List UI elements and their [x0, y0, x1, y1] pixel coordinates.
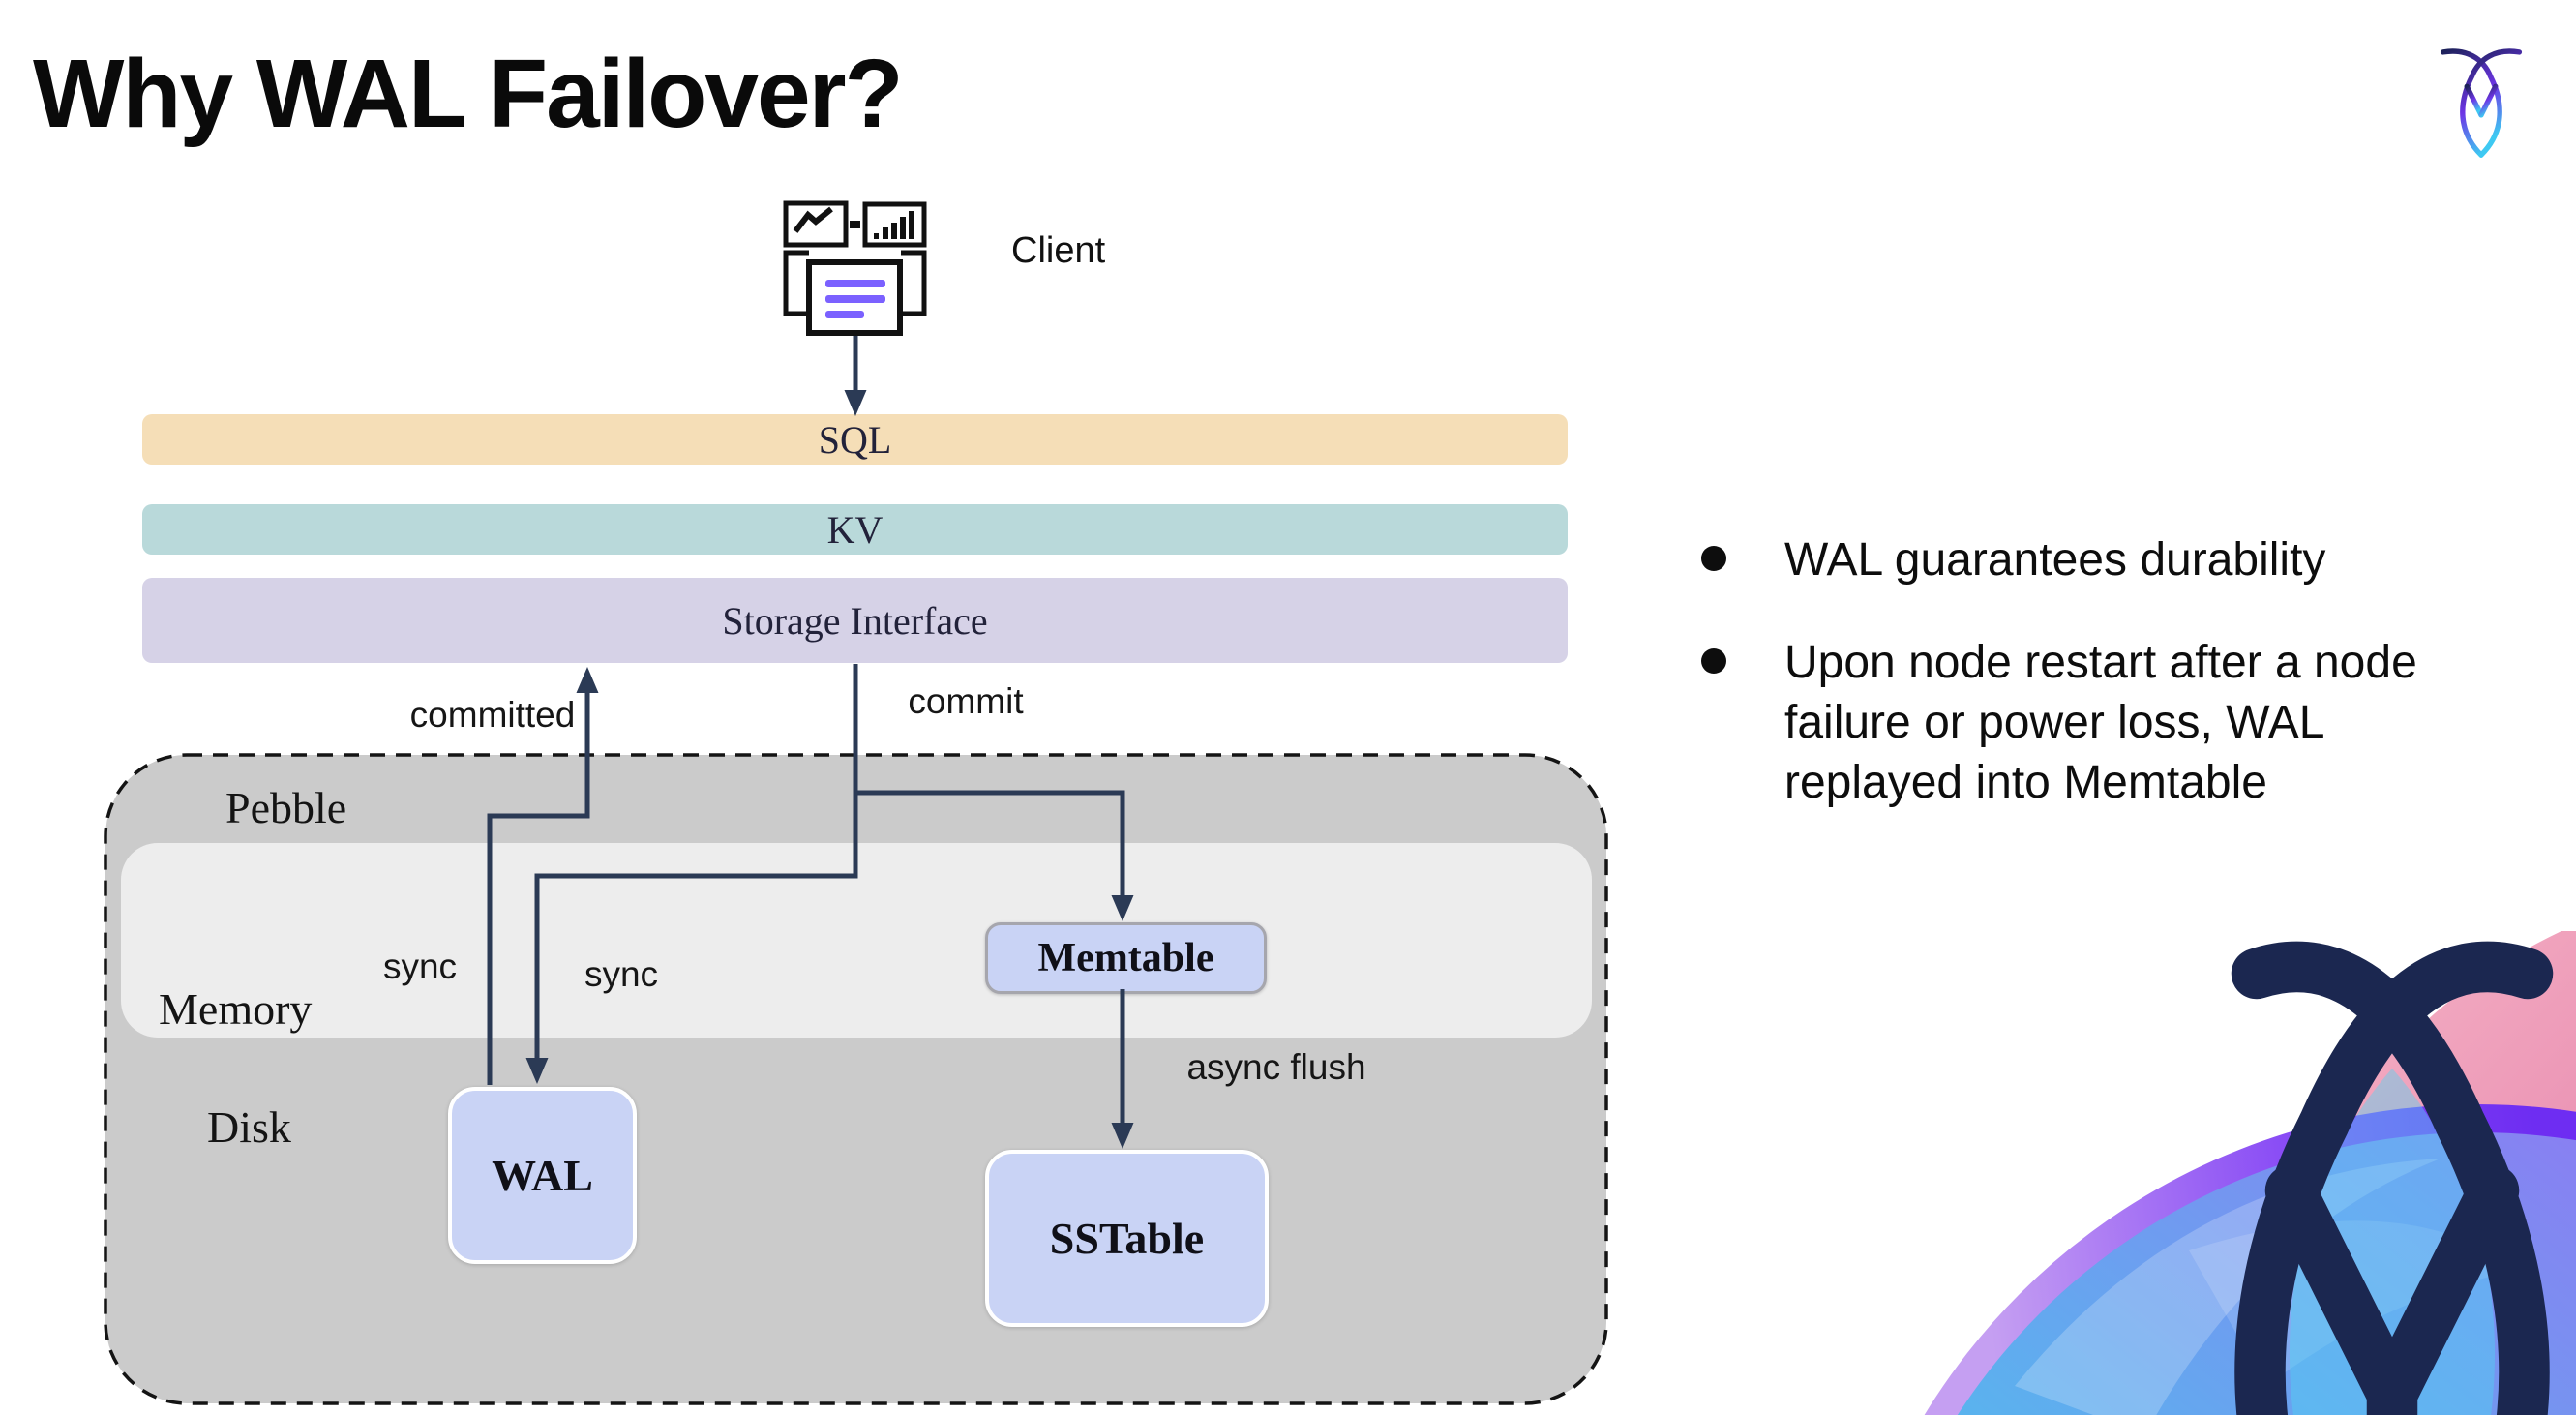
disk-label: Disk — [207, 1102, 291, 1152]
slide-title: Why WAL Failover? — [33, 40, 904, 148]
memory-label: Memory — [159, 984, 313, 1034]
bullet-text: Upon node restart after a node failure o… — [1784, 637, 2417, 808]
memory-band — [121, 843, 1592, 1038]
corner-decoration-graphic — [1924, 931, 2576, 1415]
layer-label-storage-interface: Storage Interface — [722, 598, 988, 643]
sstable-node: SSTable — [985, 1150, 1269, 1327]
bullet-dot-icon — [1701, 648, 1726, 674]
edge-label-sync-right: sync — [584, 954, 659, 994]
wal-label: WAL — [492, 1151, 593, 1200]
wal-node: WAL — [448, 1087, 637, 1264]
cockroachdb-logo-icon — [2440, 48, 2523, 158]
layer-bar-sql: SQL — [142, 414, 1568, 465]
edge-label-commit: commit — [908, 681, 1024, 721]
layer-label-sql: SQL — [818, 417, 892, 462]
layer-bar-kv: KV — [142, 504, 1568, 555]
pebble-label: Pebble — [225, 783, 347, 832]
memtable-label: Memtable — [1037, 936, 1214, 980]
edge-label-committed: committed — [409, 695, 576, 735]
edge-label-async-flush: async flush — [1186, 1047, 1366, 1087]
memtable-node: Memtable — [985, 922, 1267, 994]
client-apps-icon — [783, 200, 927, 336]
edge-label-sync-left: sync — [382, 947, 458, 986]
pebble-container: Pebble Memory Disk — [104, 753, 1608, 1405]
arrowhead-committed-up — [576, 667, 599, 693]
bullet-list: WAL guarantees durability Upon node rest… — [1701, 530, 2553, 813]
arrowhead-client-to-sql — [844, 390, 867, 416]
bullet-item: WAL guarantees durability — [1701, 530, 2553, 590]
layer-label-kv: KV — [826, 507, 884, 552]
client-label: Client — [1011, 230, 1106, 271]
bullet-text: WAL guarantees durability — [1784, 534, 2326, 586]
layer-bar-storage-interface: Storage Interface — [142, 578, 1568, 663]
sstable-label: SSTable — [1049, 1214, 1205, 1263]
bullet-dot-icon — [1701, 546, 1726, 571]
bullet-item: Upon node restart after a node failure o… — [1701, 633, 2553, 813]
